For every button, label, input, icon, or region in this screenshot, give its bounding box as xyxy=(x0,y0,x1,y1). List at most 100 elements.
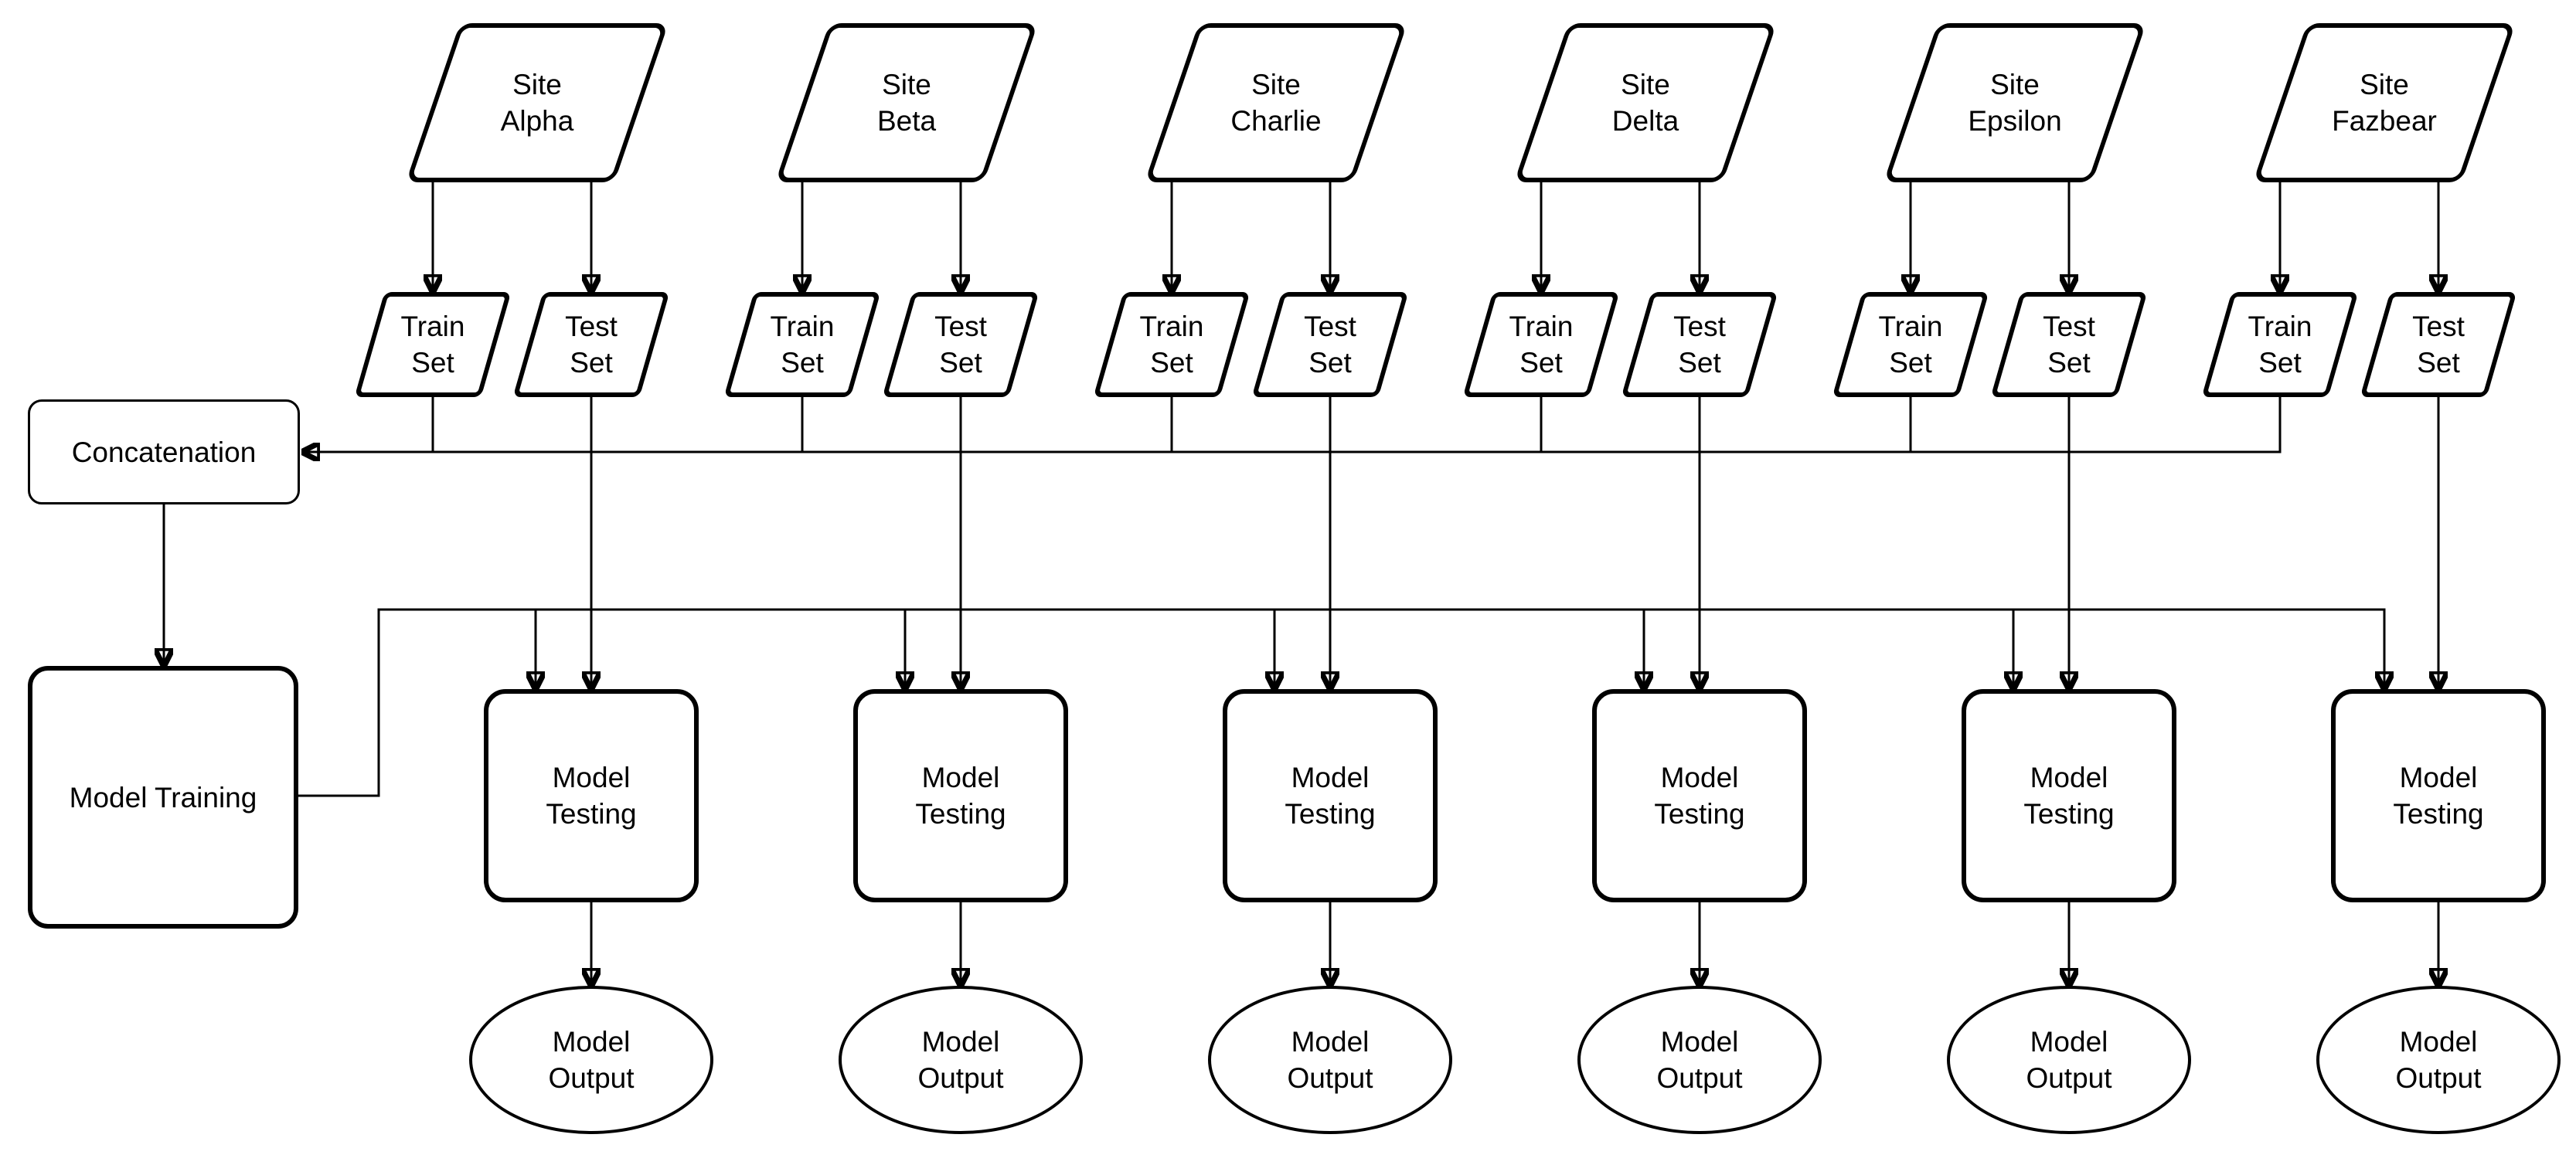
model-output-epsilon-label: Model Output xyxy=(1947,986,2191,1134)
model-output-beta-shape xyxy=(839,986,1083,1134)
train-set-fazbear-line2: Set xyxy=(2258,347,2302,379)
model-output-fazbear-node: Model Output xyxy=(2316,986,2561,1134)
site-epsilon-line1: Site xyxy=(1990,69,2040,100)
model-output-alpha-node: Model Output xyxy=(469,986,713,1134)
test-set-charlie-label: Test Set xyxy=(1267,292,1393,397)
model-testing-charlie-shape xyxy=(1223,689,1438,902)
model-testing-charlie-line1: Model xyxy=(1291,762,1370,793)
train-bus-to-concatenation xyxy=(302,397,2282,452)
model-training-shape xyxy=(28,666,298,929)
concatenation-node: Concatenation xyxy=(28,399,300,504)
train-set-delta-line1: Train xyxy=(1509,311,1574,342)
test-set-fazbear-line1: Test xyxy=(2412,311,2465,342)
model-output-charlie-shape xyxy=(1208,986,1452,1134)
test-set-delta-line2: Set xyxy=(1678,347,1721,379)
site-charlie-line2: Charlie xyxy=(1230,105,1322,137)
train-set-epsilon-label: Train Set xyxy=(1847,292,1974,397)
model-testing-beta-line1: Model xyxy=(921,762,1000,793)
model-testing-charlie-node: Model Testing xyxy=(1223,689,1438,902)
train-set-fazbear-node: Train Set xyxy=(2201,292,2359,397)
test-set-beta-line1: Test xyxy=(934,311,987,342)
model-testing-alpha-line1: Model xyxy=(552,762,631,793)
site-fazbear-label: Site Fazbear xyxy=(2280,23,2489,182)
site-alpha-line1: Site xyxy=(512,69,562,100)
model-output-charlie-line2: Output xyxy=(1287,1062,1373,1094)
site-delta-line2: Delta xyxy=(1611,105,1679,137)
model-testing-charlie-line2: Testing xyxy=(1285,798,1376,830)
site-beta-line1: Site xyxy=(882,69,931,100)
model-testing-beta-shape xyxy=(853,689,1068,902)
train-set-delta-label: Train Set xyxy=(1478,292,1604,397)
model-testing-charlie-label: Model Testing xyxy=(1223,689,1438,902)
test-set-epsilon-node: Test Set xyxy=(1990,292,2148,397)
model-bus-to-testing-fazbear xyxy=(298,608,2384,797)
model-testing-epsilon-label: Model Testing xyxy=(1962,689,2176,902)
model-testing-delta-shape xyxy=(1592,689,1807,902)
concatenation-shape xyxy=(28,399,300,504)
model-testing-alpha-shape xyxy=(484,689,699,902)
model-output-fazbear-line1: Model xyxy=(2399,1026,2478,1058)
model-output-epsilon-line2: Output xyxy=(2026,1062,2112,1094)
model-output-epsilon-line1: Model xyxy=(2030,1026,2108,1058)
site-epsilon-node: Site Epsilon xyxy=(1883,23,2147,182)
test-set-fazbear-node: Test Set xyxy=(2360,292,2517,397)
test-set-alpha-label: Test Set xyxy=(528,292,655,397)
test-set-delta-label: Test Set xyxy=(1636,292,1763,397)
test-set-beta-node: Test Set xyxy=(882,292,1040,397)
site-fazbear-line2: Fazbear xyxy=(2332,105,2437,137)
model-output-epsilon-node: Model Output xyxy=(1947,986,2191,1134)
model-testing-epsilon-line2: Testing xyxy=(2023,798,2115,830)
site-delta-label: Site Delta xyxy=(1541,23,1750,182)
test-set-epsilon-line2: Set xyxy=(2047,347,2091,379)
train-set-beta-line2: Set xyxy=(781,347,824,379)
model-output-delta-line1: Model xyxy=(1660,1026,1739,1058)
test-set-charlie-line1: Test xyxy=(1304,311,1356,342)
model-testing-alpha-label: Model Testing xyxy=(484,689,699,902)
model-testing-delta-label: Model Testing xyxy=(1592,689,1807,902)
model-output-alpha-label: Model Output xyxy=(469,986,713,1134)
site-epsilon-label: Site Epsilon xyxy=(1911,23,2119,182)
model-output-beta-line2: Output xyxy=(917,1062,1004,1094)
model-testing-delta-line2: Testing xyxy=(1654,798,1745,830)
model-output-charlie-label: Model Output xyxy=(1208,986,1452,1134)
concatenation-label: Concatenation xyxy=(28,399,300,504)
model-testing-delta-node: Model Testing xyxy=(1592,689,1807,902)
site-beta-label: Site Beta xyxy=(802,23,1011,182)
train-set-beta-label: Train Set xyxy=(739,292,866,397)
model-testing-fazbear-shape xyxy=(2331,689,2546,902)
train-set-delta-node: Train Set xyxy=(1462,292,1620,397)
train-set-beta-line1: Train xyxy=(770,311,835,342)
train-set-epsilon-node: Train Set xyxy=(1832,292,1989,397)
model-testing-fazbear-line1: Model xyxy=(2399,762,2478,793)
model-output-beta-label: Model Output xyxy=(839,986,1083,1134)
model-output-beta-node: Model Output xyxy=(839,986,1083,1134)
train-set-fazbear-label: Train Set xyxy=(2217,292,2343,397)
test-set-charlie-node: Test Set xyxy=(1251,292,1409,397)
model-output-alpha-line2: Output xyxy=(548,1062,635,1094)
train-set-epsilon-line2: Set xyxy=(1889,347,1932,379)
model-output-epsilon-shape xyxy=(1947,986,2191,1134)
site-charlie-node: Site Charlie xyxy=(1144,23,1408,182)
site-epsilon-line2: Epsilon xyxy=(1968,105,2062,137)
test-set-epsilon-label: Test Set xyxy=(2006,292,2132,397)
test-set-fazbear-line2: Set xyxy=(2417,347,2460,379)
model-testing-beta-label: Model Testing xyxy=(853,689,1068,902)
model-output-alpha-shape xyxy=(469,986,713,1134)
concatenation-label-text: Concatenation xyxy=(71,436,257,468)
site-beta-line2: Beta xyxy=(876,105,937,137)
model-testing-fazbear-line2: Testing xyxy=(2393,798,2484,830)
model-output-fazbear-label: Model Output xyxy=(2316,986,2561,1134)
site-beta-node: Site Beta xyxy=(774,23,1039,182)
test-set-alpha-line1: Test xyxy=(565,311,618,342)
model-output-fazbear-shape xyxy=(2316,986,2561,1134)
train-set-fazbear-line1: Train xyxy=(2248,311,2312,342)
model-training-label: Model Training xyxy=(28,666,298,929)
model-testing-beta-line2: Testing xyxy=(915,798,1006,830)
model-output-delta-node: Model Output xyxy=(1577,986,1822,1134)
train-set-beta-node: Train Set xyxy=(723,292,881,397)
test-set-epsilon-line1: Test xyxy=(2043,311,2095,342)
test-set-alpha-line2: Set xyxy=(570,347,613,379)
model-output-alpha-line1: Model xyxy=(552,1026,631,1058)
